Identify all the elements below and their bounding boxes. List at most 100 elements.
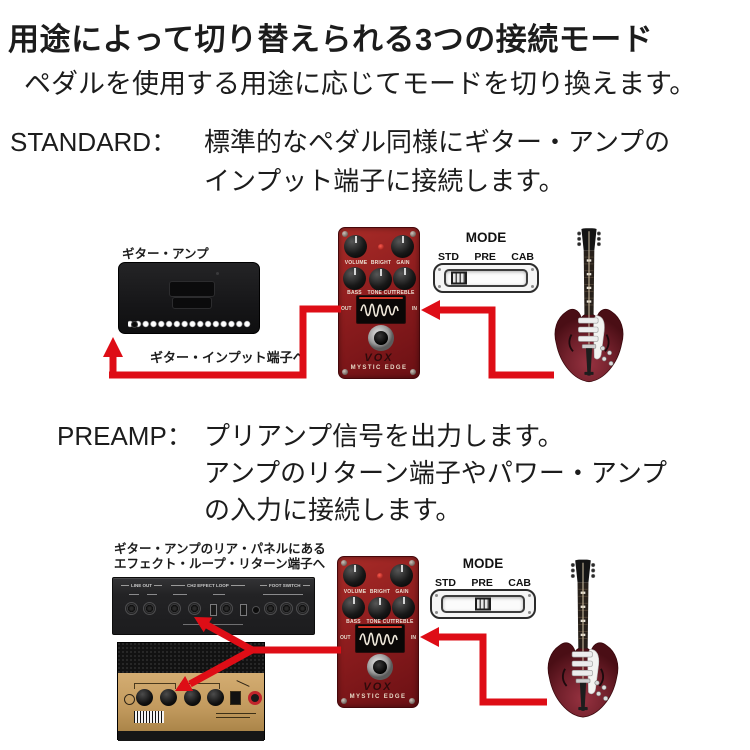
pedal-in-label: IN — [412, 306, 417, 312]
mode-option-pre: PRE — [474, 251, 496, 263]
footswitch — [368, 325, 394, 351]
guitar-preamp — [544, 543, 622, 740]
rear-section-footswitch: FOOT SWITCH — [260, 583, 310, 588]
rear-jack — [264, 602, 277, 615]
power-amp-knob — [184, 689, 201, 706]
mode-slider-body — [433, 263, 539, 293]
pedal-out-label: OUT — [340, 635, 351, 641]
mode-option-cab: CAB — [508, 577, 531, 589]
rear-jack — [220, 602, 233, 615]
pedal-screw — [409, 560, 415, 566]
power-switch — [230, 691, 241, 705]
mode-title: MODE — [465, 230, 507, 245]
pedal-screw — [341, 698, 347, 704]
bass-knob — [342, 596, 365, 619]
pedal-in-label: IN — [411, 635, 416, 641]
amp-handle-recess — [169, 281, 215, 297]
mode-slider-knob-pre — [475, 597, 491, 611]
amp-input-jack-label: ギター・インプット端子へ — [150, 350, 306, 365]
amp-input-jack — [131, 321, 138, 328]
mode-title: MODE — [462, 556, 504, 571]
arrow-to-pedal-in-standard — [421, 300, 440, 320]
arrow-to-pedal-in-preamp — [420, 627, 439, 647]
standard-mode-label: STANDARD： — [10, 127, 178, 157]
treble-knob — [393, 267, 416, 290]
rear-panel-label-line2: エフェクト・ループ・リターン端子へ — [114, 557, 326, 571]
waveform-graphic — [359, 632, 398, 647]
waveform-graphic — [360, 303, 399, 318]
rear-switch — [210, 604, 217, 616]
rear-mini-knob — [252, 606, 260, 614]
mode-slider-track — [441, 595, 525, 613]
bass-knob-label: BASS — [346, 619, 361, 625]
volume-knob-label: VOLUME — [344, 260, 368, 266]
power-amp-knob — [207, 689, 224, 706]
guitar-amp-front — [118, 262, 260, 334]
valve-display — [356, 295, 406, 324]
bass-knob — [343, 267, 366, 290]
bright-knob-label: BRIGHT — [370, 260, 392, 266]
tonecut-knob — [369, 268, 392, 291]
barcode-sticker — [134, 711, 164, 723]
vox-logo: VOX — [364, 352, 394, 364]
arrow-to-amp-input — [103, 337, 123, 357]
rear-panel-label-line1: ギター・アンプのリア・パネルにある — [114, 542, 326, 556]
rear-jack — [168, 602, 181, 615]
rear-jack — [296, 602, 309, 615]
pedal-screw — [409, 698, 415, 704]
tonecut-knob-label: TONE CUT — [367, 290, 395, 296]
treble-knob — [392, 596, 415, 619]
pedal-preamp: VOLUME BRIGHT GAIN BASS TONE CUT TREBLE … — [337, 556, 419, 708]
mode-slider-body — [430, 589, 536, 619]
gain-knob — [391, 235, 414, 258]
rear-jack — [143, 602, 156, 615]
mode-switch-standard: MODE STD PRE CAB — [433, 230, 539, 293]
amp-control-strip — [128, 317, 251, 331]
mode-slider-knob-std — [451, 271, 467, 285]
treble-knob-label: TREBLE — [393, 290, 415, 296]
rear-section-lineout: LINE OUT — [121, 583, 162, 588]
bass-knob-label: BASS — [347, 290, 362, 296]
footswitch — [367, 654, 393, 680]
power-amp-knob — [136, 689, 153, 706]
power-amp-base — [118, 731, 264, 741]
pedal-model-label: MYSTIC EDGE — [350, 365, 408, 371]
volume-knob-label: VOLUME — [343, 589, 367, 595]
bright-led — [377, 573, 383, 579]
pedal-screw — [342, 369, 348, 375]
mode-option-pre: PRE — [471, 577, 493, 589]
guitar-standard — [551, 214, 627, 402]
rear-section-effectloop: CH2 EFFECT LOOP — [171, 583, 245, 588]
preamp-desc-line3: の入力に接続します。 — [204, 495, 462, 525]
pedal-screw — [342, 231, 348, 237]
gain-knob — [390, 564, 413, 587]
standard-desc-line2: インプット端子に接続します。 — [204, 166, 565, 196]
preamp-desc-line2: アンプのリターン端子やパワー・アンプ — [204, 458, 668, 488]
pedal-screw — [410, 369, 416, 375]
bright-led — [378, 244, 384, 250]
cable-standard-in — [437, 306, 554, 379]
pedal-screw — [341, 560, 347, 566]
rear-panel-label: ギター・アンプのリア・パネルにある エフェクト・ループ・リターン端子へ — [114, 542, 326, 572]
pedal-model-label: MYSTIC EDGE — [349, 694, 407, 700]
mode-switch-preamp: MODE STD PRE CAB — [430, 556, 536, 619]
power-amp-rear — [117, 642, 265, 741]
pedal-screw — [410, 231, 416, 237]
rear-return-jack — [188, 602, 201, 615]
valve-display — [355, 624, 405, 653]
power-amp-grille — [118, 643, 264, 673]
treble-knob-label: TREBLE — [392, 619, 414, 625]
tonecut-knob — [368, 597, 391, 620]
rear-jack — [125, 602, 138, 615]
amp-rear-panel: LINE OUT CH2 EFFECT LOOP FOOT SWITCH — [112, 577, 315, 635]
guitar-amp-label: ギター・アンプ — [122, 247, 209, 261]
volume-knob — [343, 564, 366, 587]
mode-option-cab: CAB — [511, 251, 534, 263]
vox-logo: VOX — [363, 681, 393, 693]
tonecut-knob-label: TONE CUT — [366, 619, 394, 625]
mode-option-std: STD — [438, 251, 459, 263]
standard-desc-line1: 標準的なペダル同様にギター・アンプの — [204, 127, 671, 157]
power-amp-knob — [160, 689, 177, 706]
rear-jack — [280, 602, 293, 615]
page-title: 用途によって切り替えられる3つの接続モード — [8, 22, 654, 57]
